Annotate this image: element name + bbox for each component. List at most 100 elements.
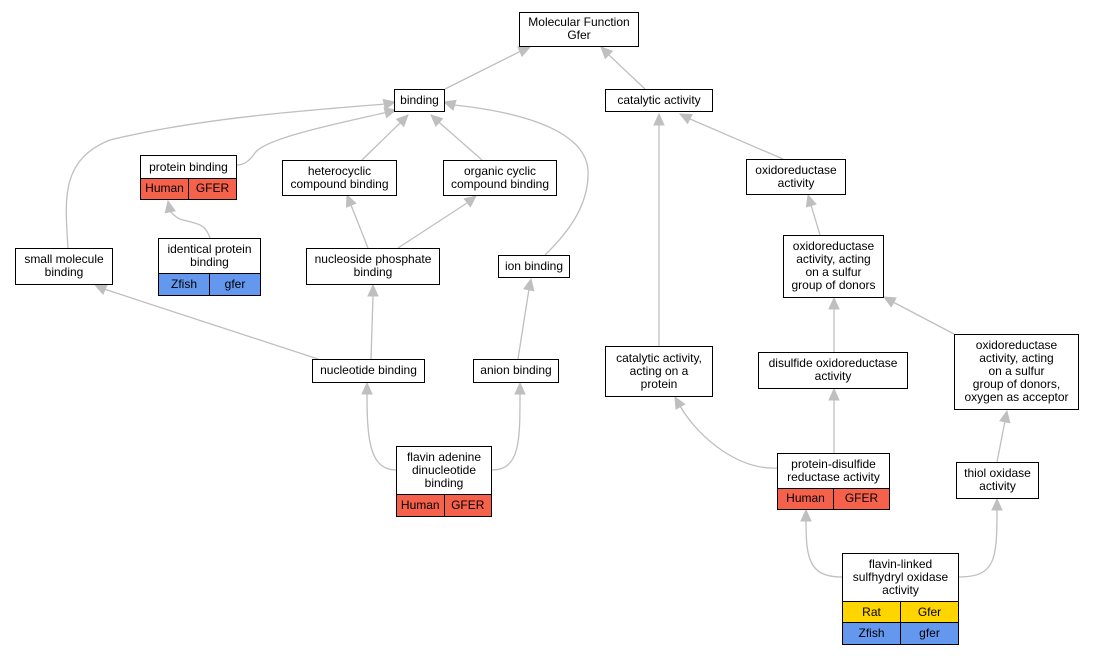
term-label: catalytic activity: [617, 92, 701, 107]
arrowhead: [678, 113, 693, 125]
edge-connector: [398, 122, 401, 125]
arrowhead: [367, 283, 379, 297]
gene-cell: GFER: [833, 489, 889, 509]
term-label: protein-disulfide reductase activity: [787, 457, 880, 484]
term-label: nucleoside phosphate binding: [314, 252, 432, 280]
edge-bind: [444, 51, 520, 90]
edge-connector: [438, 121, 442, 125]
term-node-dis[interactable]: disulfide oxidoreductase activity: [758, 352, 908, 389]
term-node-thiol[interactable]: thiol oxidase activity: [956, 462, 1039, 499]
arrowhead: [882, 296, 897, 308]
term-node-oxo[interactable]: oxidoreductase activity, acting on a sul…: [954, 334, 1079, 410]
term-label: nucleotide binding: [320, 363, 417, 378]
edge-nucph: [350, 204, 369, 249]
term-label: protein binding: [149, 159, 228, 174]
term-label: ion binding: [504, 258, 564, 273]
arrowhead: [828, 387, 840, 401]
edge-flav: [958, 510, 998, 578]
term-node-flav[interactable]: flavin-linked sulfhydryl oxidase activit…: [842, 553, 959, 645]
term-label: flavin-linked sulfhydryl oxidase activit…: [852, 557, 949, 597]
gene-cell: GFER: [443, 495, 492, 516]
term-node-small[interactable]: small molecule binding: [15, 248, 113, 285]
term-label: oxidoreductase activity, acting on a sul…: [791, 239, 876, 293]
edge-connector: [385, 111, 389, 114]
edge-connector: [608, 54, 611, 57]
arrowhead: [674, 395, 686, 410]
edge-cat: [609, 55, 646, 90]
term-node-oxred[interactable]: oxidoreductase activity: [746, 159, 846, 195]
term-label: disulfide oxidoreductase activity: [768, 356, 898, 384]
term-label: heterocyclic compound binding: [290, 163, 389, 191]
arrowhead: [345, 193, 357, 208]
term-node-ion[interactable]: ion binding: [498, 255, 570, 278]
term-node-nucl[interactable]: nucleotide binding: [312, 359, 425, 383]
gene-cell: Gfer: [900, 602, 958, 623]
edge-flav: [805, 521, 843, 578]
edge-org: [440, 123, 483, 161]
term-label: identical protein binding: [167, 242, 252, 269]
gene-cell: GFER: [188, 179, 236, 199]
arrowhead: [991, 497, 1003, 511]
edge-oxs: [810, 204, 821, 236]
edge-ident: [169, 210, 211, 239]
term-label: thiol oxidase activity: [964, 466, 1031, 494]
edge-fad: [491, 394, 521, 471]
term-label: anion binding: [480, 363, 552, 378]
edge-oxo: [892, 301, 955, 335]
arrowhead: [361, 381, 373, 395]
term-node-mf[interactable]: Molecular Function Gfer: [519, 12, 639, 47]
term-label: oxidoreductase activity: [755, 162, 837, 190]
edge-nucl: [370, 295, 374, 360]
arrowhead: [463, 195, 477, 208]
gene-cell: gfer: [209, 274, 260, 295]
edge-ion: [453, 104, 589, 256]
annotation-row[interactable]: Human GFER: [778, 488, 889, 509]
term-label: catalytic activity, acting on a protein: [616, 350, 702, 391]
arrowhead: [514, 381, 526, 395]
term-label: small molecule binding: [24, 252, 104, 280]
annotation-row[interactable]: Zfish gfer: [159, 273, 260, 295]
edge-fad: [366, 394, 397, 471]
term-node-anion[interactable]: anion binding: [473, 359, 559, 383]
edge-het: [361, 123, 400, 161]
arrowhead: [653, 112, 665, 126]
edge-oxred: [689, 118, 784, 160]
term-label: oxidoreductase activity, acting on a sul…: [964, 338, 1069, 405]
edge-nucl: [103, 288, 319, 360]
term-node-catp[interactable]: catalytic activity, acting on a protein: [605, 346, 713, 397]
edge-pdr: [679, 405, 778, 469]
term-node-oxs[interactable]: oxidoreductase activity, acting on a sul…: [783, 235, 884, 298]
term-label: Molecular Function Gfer: [528, 15, 630, 43]
annotation-row[interactable]: Human GFER: [141, 178, 236, 199]
edge-prot: [236, 111, 389, 166]
term-label: flavin adenine dinucleotide binding: [406, 450, 482, 490]
term-label: binding: [400, 92, 439, 107]
edge-nucph: [397, 202, 468, 249]
term-node-cat[interactable]: catalytic activity: [605, 89, 713, 112]
edge-anion: [517, 288, 530, 360]
term-node-bind[interactable]: binding: [394, 89, 445, 112]
edge-thiol: [996, 420, 1006, 463]
species-cell: Human: [145, 181, 184, 196]
term-node-het[interactable]: heterocyclic compound binding: [282, 160, 397, 196]
arrowhead: [800, 508, 812, 522]
term-node-org[interactable]: organic cyclic compound binding: [443, 160, 557, 196]
gene-cell: gfer: [900, 623, 958, 644]
edge-small: [65, 103, 387, 249]
arrowhead: [93, 284, 108, 295]
species-cell: Zfish: [170, 276, 197, 291]
annotation-row[interactable]: Zfish gfer: [843, 622, 958, 644]
species-cell: Human: [400, 497, 440, 512]
annotation-row[interactable]: Rat Gfer: [843, 601, 958, 623]
term-label: organic cyclic compound binding: [450, 163, 550, 191]
species-cell: Zfish: [858, 626, 885, 641]
species-cell: Rat: [862, 604, 881, 619]
species-cell: Human: [786, 491, 825, 506]
term-node-nucph[interactable]: nucleoside phosphate binding: [306, 248, 440, 285]
